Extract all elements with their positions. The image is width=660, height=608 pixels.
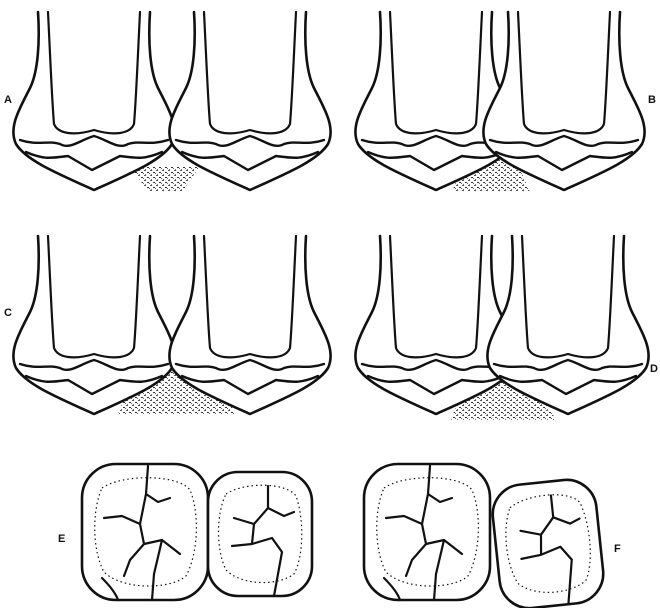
panel-b: B [355, 12, 656, 192]
panel-a: A [4, 12, 331, 192]
contact-area [130, 166, 200, 192]
panel-d: D [355, 236, 658, 420]
panel-label: D [650, 363, 658, 375]
panel-label: C [4, 307, 12, 319]
panel-label: F [614, 543, 621, 555]
panel-c: C [4, 236, 331, 414]
panel-label: E [58, 533, 65, 545]
panel-f: F [364, 464, 621, 608]
panel-label: B [648, 94, 656, 106]
panel-label: A [4, 94, 12, 106]
panel-e: E [58, 464, 312, 600]
